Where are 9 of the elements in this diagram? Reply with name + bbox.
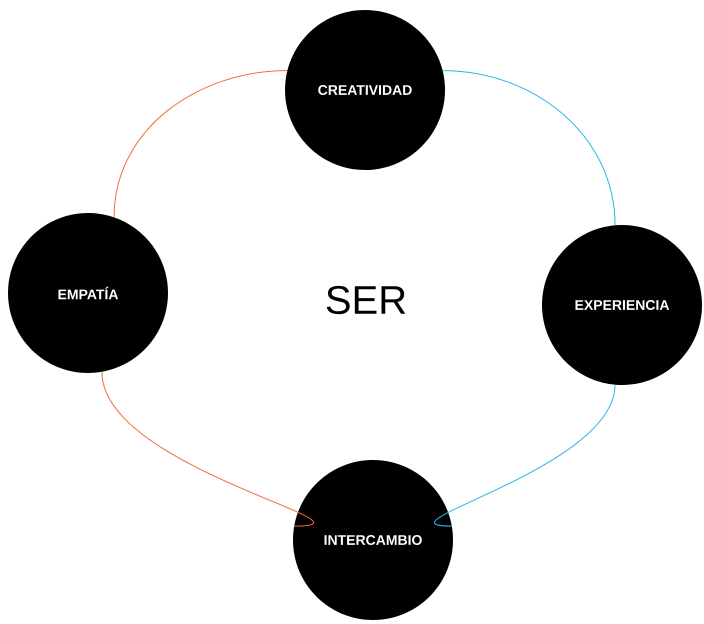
connector-curve [101,371,314,527]
circle-node: EXPERIENCIA [542,225,702,385]
center-label: SER [326,286,406,314]
connector-curve [434,384,616,527]
circle-node: CREATIVIDAD [285,10,445,170]
circle-node: EMPATÍA [8,213,168,373]
connector-curve [442,70,616,226]
circle-node: INTERCAMBIO [293,460,453,620]
connector-curve [114,70,288,218]
